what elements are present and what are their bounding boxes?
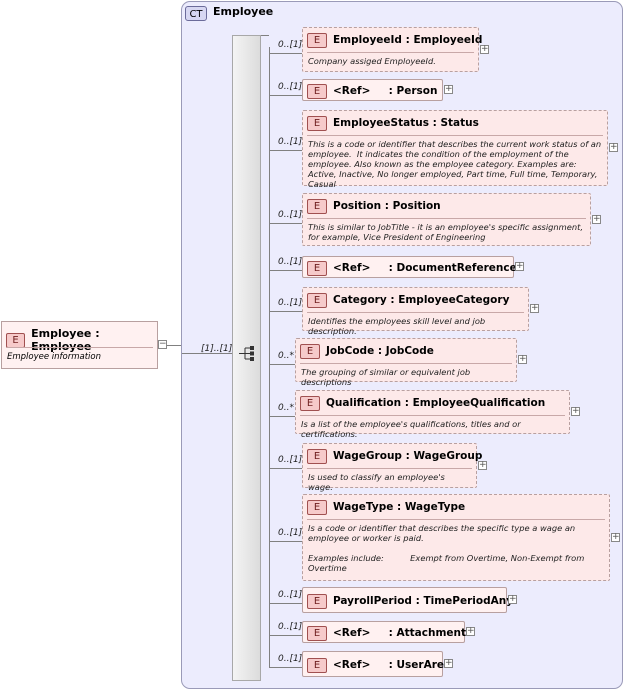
- child-cardinality: 0..[1]: [278, 82, 303, 92]
- child-element-doc: This is a code or identifier that descri…: [308, 139, 604, 189]
- expand-toggle[interactable]: +: [530, 303, 539, 313]
- expand-toggle[interactable]: +: [444, 658, 453, 668]
- expand-toggle[interactable]: +: [592, 214, 601, 224]
- element-badge: E: [307, 625, 327, 641]
- child-element[interactable]: E <Ref> : UserArea: [302, 651, 451, 677]
- root-element-employee[interactable]: E Employee : Employee Employee informati…: [1, 321, 158, 369]
- child-element[interactable]: E WageGroup : WageGroup Is used to classif…: [302, 443, 482, 492]
- element-badge: E: [307, 292, 327, 308]
- child-element-name: <Ref> : Person: [333, 85, 438, 97]
- child-element-name: WageGroup : WageGroup: [333, 450, 483, 462]
- expand-toggle[interactable]: +: [518, 354, 527, 364]
- expand-toggle[interactable]: +: [571, 406, 580, 416]
- element-badge: E: [307, 593, 327, 609]
- element-badge: E: [307, 198, 327, 214]
- child-element-name: <Ref> : Attachments: [333, 627, 473, 639]
- child-element-name: Qualification : EmployeeQualification: [326, 397, 546, 409]
- child-cardinality: 0..[1]: [278, 257, 303, 267]
- element-badge: E: [307, 32, 327, 48]
- child-element-doc: Is a list of the employee's qualificatio…: [301, 419, 524, 439]
- child-element-doc: Is used to classify an employee's wage.: [308, 472, 448, 492]
- child-cardinality: 0..[1]: [278, 590, 303, 600]
- root-element-doc: Employee information: [7, 352, 102, 362]
- child-element[interactable]: E <Ref> : DocumentReferences: [302, 256, 523, 278]
- child-element-doc: The grouping of similar or equivalent jo…: [301, 367, 473, 387]
- child-cardinality: 0..[1]: [278, 137, 303, 147]
- child-cardinality: 0..[1]: [278, 528, 303, 538]
- root-cardinality: [1]..[1]: [201, 344, 233, 354]
- child-element-name: Position : Position: [333, 200, 441, 212]
- collapse-toggle[interactable]: −: [158, 339, 167, 349]
- child-element[interactable]: E PayrollPeriod : TimePeriodAny: [302, 587, 513, 613]
- child-cardinality: 0..[1]: [278, 210, 303, 220]
- child-element[interactable]: E WageType : WageType Is a code or identif…: [302, 494, 610, 581]
- child-cardinality: 0..[1]: [278, 455, 303, 465]
- element-badge: E: [307, 260, 327, 276]
- complex-type-badge: CT: [185, 6, 207, 21]
- child-element[interactable]: E <Ref> : Attachments: [302, 621, 472, 643]
- child-element-doc: Is a code or identifier that describes t…: [308, 523, 585, 573]
- child-cardinality: 0..[1]: [278, 40, 303, 50]
- child-element-name: PayrollPeriod : TimePeriodAny: [333, 595, 514, 607]
- expand-toggle[interactable]: +: [515, 261, 524, 271]
- expand-toggle[interactable]: +: [478, 460, 487, 470]
- child-cardinality: 0..[1]: [278, 622, 303, 632]
- child-element-name: <Ref> : UserArea: [333, 659, 452, 671]
- element-badge: E: [307, 83, 327, 99]
- child-cardinality: 0..[1]: [278, 654, 303, 664]
- child-cardinality: 0..[1]: [278, 298, 303, 308]
- child-element-name: EmployeeId : EmployeeId: [333, 34, 483, 46]
- expand-toggle[interactable]: +: [609, 142, 618, 152]
- expand-toggle[interactable]: +: [466, 626, 475, 636]
- child-cardinality: 0..*: [278, 403, 294, 413]
- child-element[interactable]: E <Ref> : Person: [302, 79, 443, 101]
- root-element-name: Employee : Employee: [31, 327, 100, 353]
- sequence-bar: [232, 35, 261, 681]
- complex-type-title: Employee: [213, 5, 274, 18]
- element-badge: E: [307, 499, 327, 515]
- child-element-name: EmployeeStatus : Status: [333, 117, 479, 129]
- child-element-name: WageType : WageType: [333, 501, 466, 513]
- child-element-name: <Ref> : DocumentReferences: [333, 262, 523, 274]
- child-element-doc: Identifies the employees skill level and…: [308, 316, 488, 336]
- child-element-doc: This is similar to JobTitle - it is an e…: [308, 222, 586, 242]
- child-element-name: Category : EmployeeCategory: [333, 294, 510, 306]
- expand-toggle[interactable]: +: [611, 532, 620, 542]
- child-cardinality: 0..*: [278, 351, 294, 361]
- element-badge: E: [6, 332, 26, 348]
- child-element-doc: Company assiged EmployeeId.: [308, 56, 436, 66]
- element-badge: E: [300, 343, 320, 359]
- sequence-compositor-icon: [239, 346, 254, 361]
- element-badge: E: [300, 395, 320, 411]
- child-element-name: JobCode : JobCode: [326, 345, 434, 357]
- expand-toggle[interactable]: +: [480, 44, 489, 54]
- element-badge: E: [307, 115, 327, 131]
- expand-toggle[interactable]: +: [444, 84, 453, 94]
- element-badge: E: [307, 448, 327, 464]
- expand-toggle[interactable]: +: [508, 594, 517, 604]
- element-badge: E: [307, 657, 327, 673]
